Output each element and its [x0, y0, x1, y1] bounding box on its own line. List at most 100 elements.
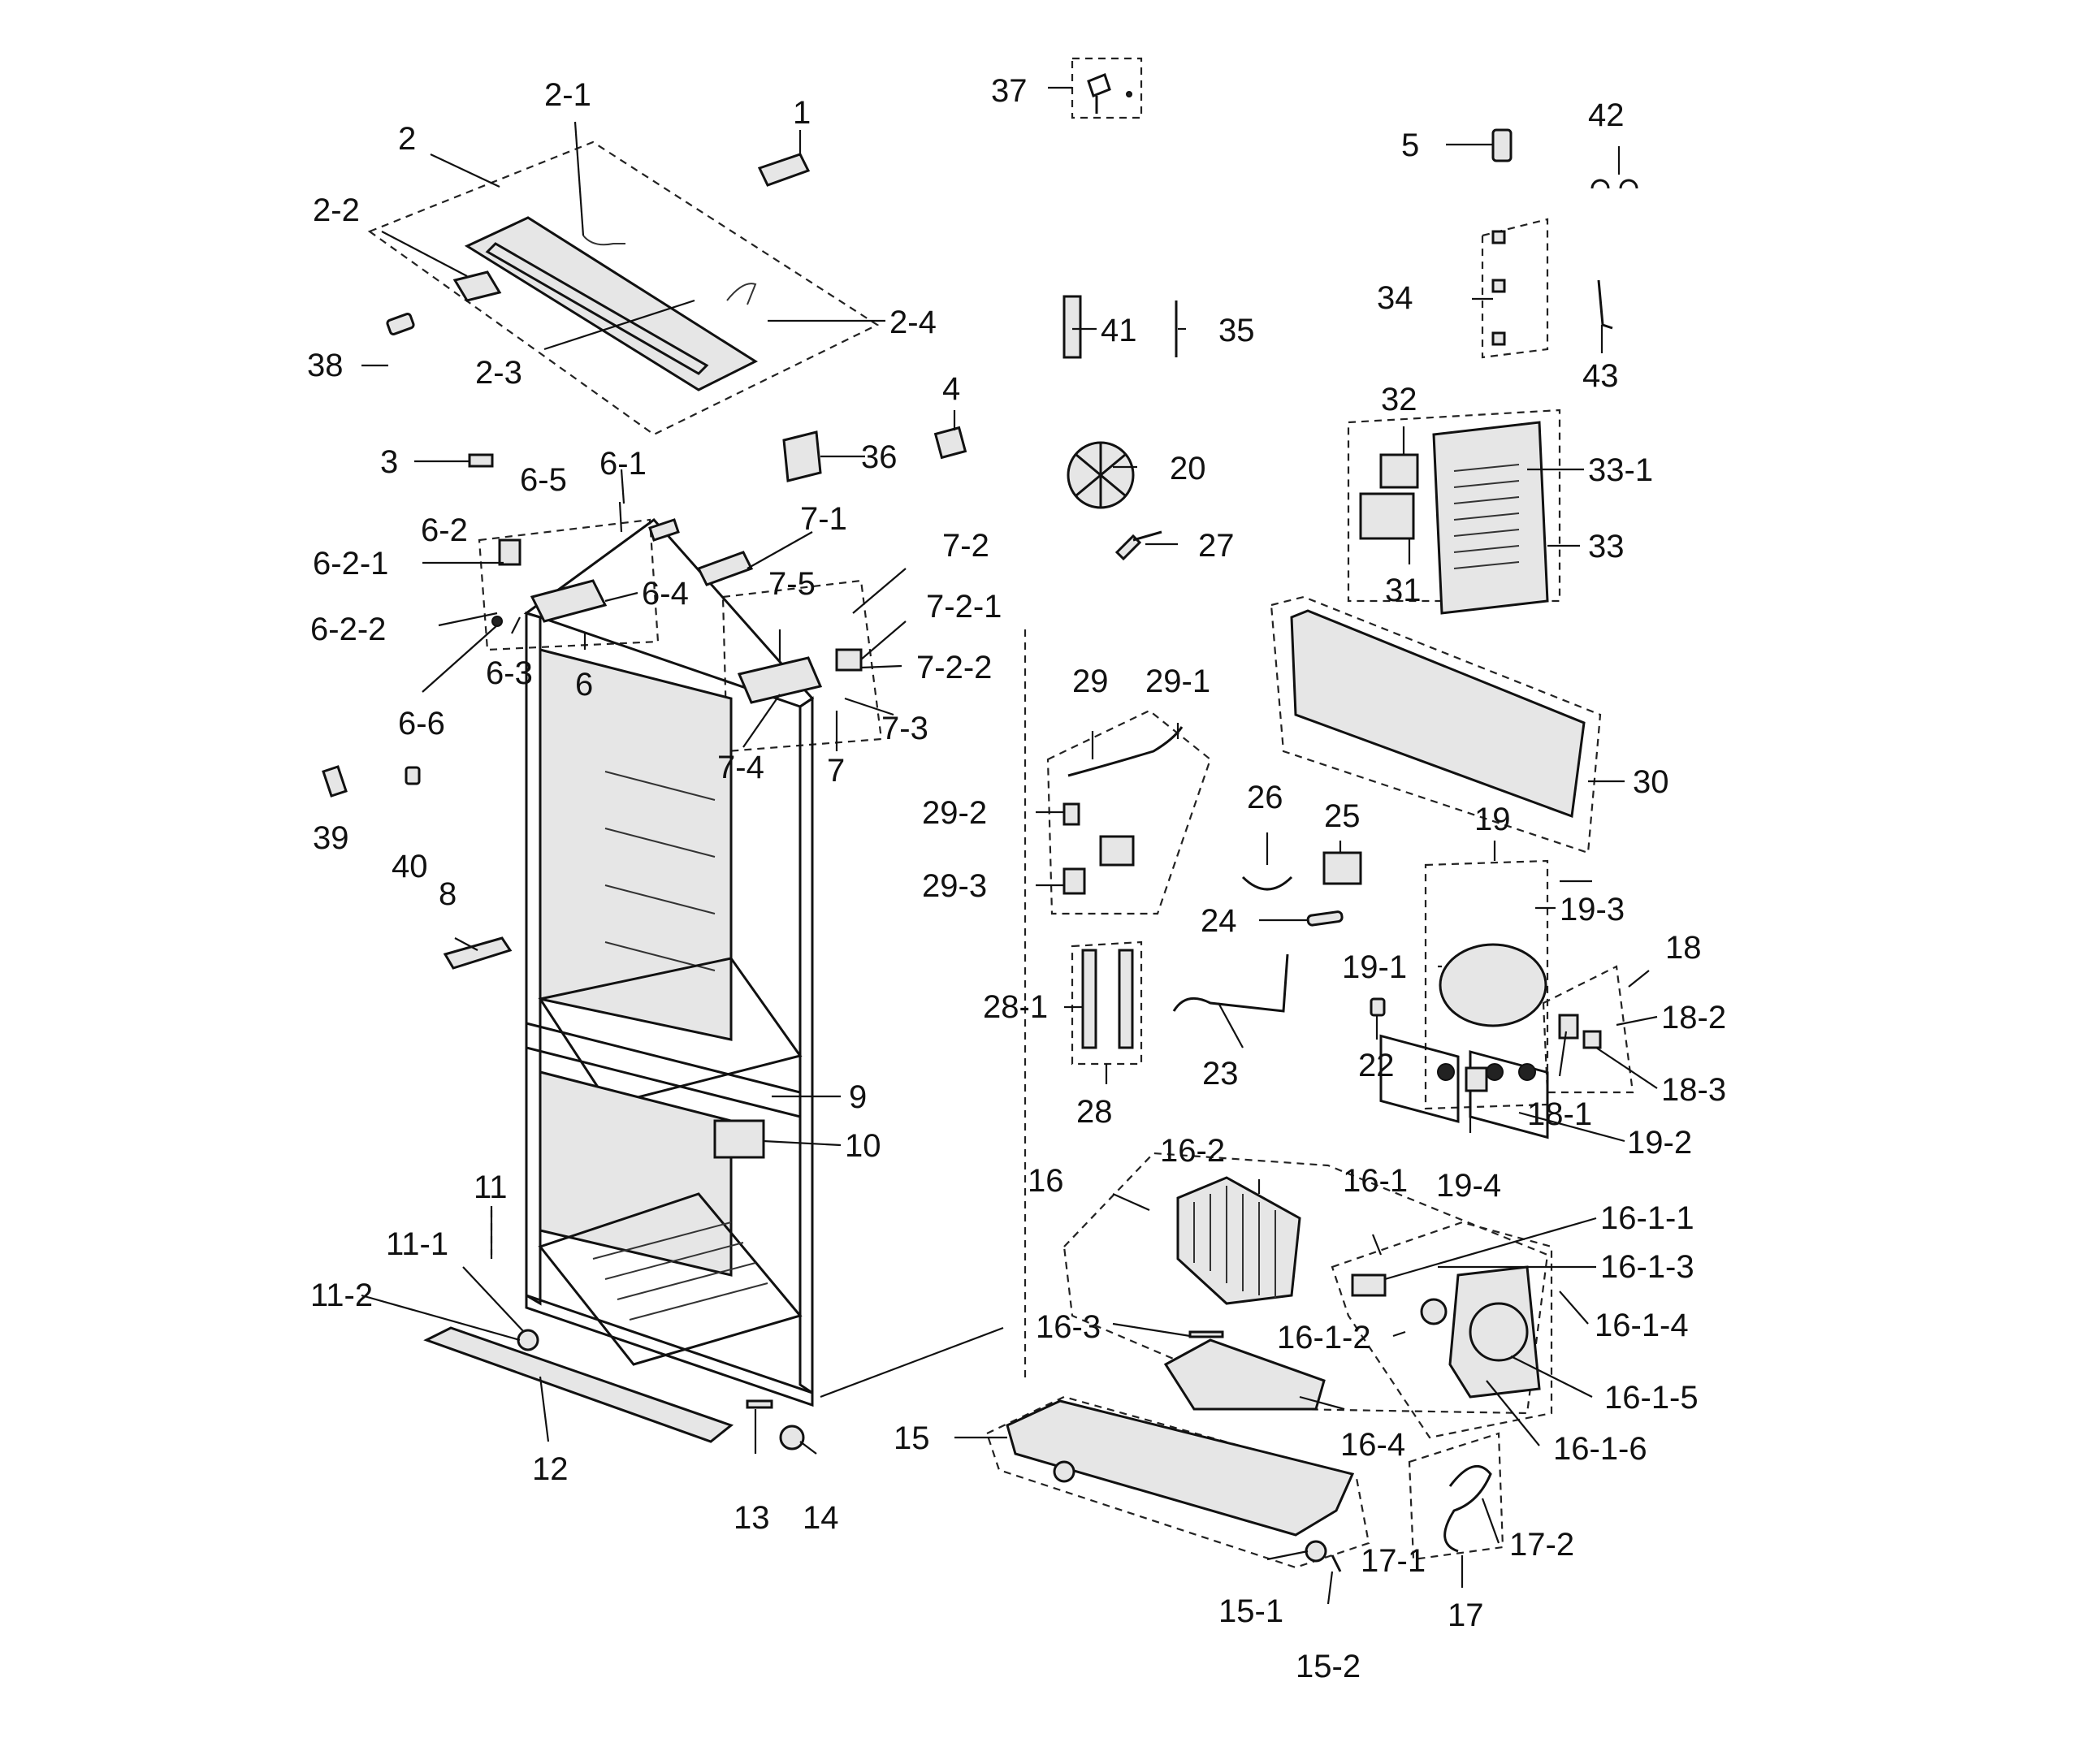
label-18-2: 18-2	[1661, 1000, 1726, 1035]
label-6: 6	[575, 667, 593, 703]
part-7-2-block	[835, 648, 863, 672]
label-31: 31	[1385, 573, 1422, 608]
part-16-1-4-motor	[1420, 1298, 1448, 1325]
part-42-clips	[1590, 179, 1638, 189]
part-19-2-grommet-a	[1437, 1063, 1455, 1081]
label-16-1-4: 16-1-4	[1595, 1308, 1689, 1343]
top-cover-rail	[485, 242, 709, 375]
label-14: 14	[803, 1500, 839, 1536]
label-5: 5	[1401, 128, 1419, 163]
label-13: 13	[734, 1500, 770, 1536]
part-5-sensor	[1491, 128, 1513, 162]
part-15-1-grommet	[1053, 1460, 1075, 1483]
part-37-outline	[1071, 57, 1143, 119]
part-28-tube-a	[1081, 949, 1097, 1049]
left-hinge-part	[530, 579, 608, 623]
part-33-cover	[1432, 421, 1549, 615]
part-34-clip-b	[1491, 279, 1506, 293]
label-6-2-2: 6-2-2	[310, 612, 386, 647]
label-8: 8	[439, 876, 457, 912]
label-3: 3	[380, 444, 398, 480]
label-6-1: 6-1	[599, 446, 647, 482]
part-33-text-lines	[1453, 464, 1520, 569]
fresh-food-floor	[538, 957, 803, 1106]
label-2-1: 2-1	[544, 77, 591, 113]
label-6-6: 6-6	[398, 706, 445, 741]
label-18: 18	[1665, 930, 1702, 966]
part-16-1-6-fan-housing	[1448, 1265, 1541, 1399]
tube-28-outline	[1071, 940, 1143, 1066]
label-15-2: 15-2	[1296, 1649, 1361, 1684]
part-37-screw	[1126, 91, 1132, 97]
part-40-cap	[405, 766, 421, 785]
part-19-2-grommet-b	[1486, 1063, 1504, 1081]
label-6-5: 6-5	[520, 462, 567, 498]
top-cover-2	[452, 216, 759, 391]
top-cover-group-outline	[367, 141, 880, 436]
label-27: 27	[1198, 528, 1235, 564]
label-17-1: 17-1	[1361, 1543, 1426, 1579]
part-26-clamp	[1241, 876, 1293, 891]
label-7-2: 7-2	[942, 528, 989, 564]
part-1-bracket	[757, 153, 811, 187]
label-20: 20	[1170, 451, 1206, 486]
part-16-4-tray	[1163, 1338, 1326, 1411]
label-25: 25	[1324, 798, 1361, 834]
top-cover-part	[464, 216, 759, 391]
label-37: 37	[991, 73, 1028, 109]
cabinet-back-panel	[539, 648, 733, 1041]
label-17: 17	[1448, 1598, 1484, 1633]
part-25-valve	[1322, 851, 1362, 885]
label-28: 28	[1076, 1094, 1113, 1130]
label-6-2: 6-2	[421, 512, 468, 548]
part-18-3-overload	[1582, 1030, 1602, 1049]
part-36-holder	[782, 430, 822, 482]
label-16-1-6: 16-1-6	[1553, 1431, 1647, 1467]
label-15-1: 15-1	[1218, 1593, 1283, 1629]
label-11-2: 11-2	[310, 1278, 373, 1313]
part-19-4-cap	[1465, 1066, 1488, 1092]
part-27-sensor	[1114, 530, 1162, 561]
label-2-2: 2-2	[313, 192, 360, 228]
part-2-4-cable	[726, 283, 757, 305]
part-29-3-plug	[1062, 867, 1086, 895]
label-23: 23	[1202, 1056, 1239, 1092]
bottom-parts	[423, 1326, 805, 1451]
cabinet	[523, 517, 815, 1407]
label-16-1-5: 16-1-5	[1604, 1380, 1699, 1416]
label-22: 22	[1358, 1048, 1395, 1083]
right-hinge-part	[737, 656, 823, 704]
label-6-2-1: 6-2-1	[313, 546, 388, 582]
part-17-2-fan-blade	[1443, 1465, 1492, 1553]
label-35: 35	[1218, 313, 1255, 348]
label-19-1: 19-1	[1342, 949, 1407, 985]
label-28-1: 28-1	[983, 989, 1048, 1025]
label-16: 16	[1028, 1163, 1064, 1199]
part-labels: 1 2 2-1 2-2 2-3 2-4 38 3 4 36 37 5 42 34…	[307, 73, 1726, 1684]
part-4-plate	[933, 426, 967, 460]
label-40: 40	[392, 849, 428, 884]
fan-motor-outline	[1331, 1221, 1553, 1439]
label-29-1: 29-1	[1145, 664, 1210, 699]
part-20-spokes	[1075, 443, 1126, 508]
label-41: 41	[1101, 313, 1137, 348]
back-cover-window-a	[1379, 1034, 1460, 1123]
label-16-3: 16-3	[1036, 1309, 1101, 1345]
cabinet-top-rim	[523, 517, 815, 708]
back-cover-part	[1290, 609, 1586, 819]
label-7-4: 7-4	[717, 750, 764, 785]
part-29-1-wires	[1067, 726, 1184, 777]
part-16-3-rod	[1188, 1330, 1224, 1338]
part-16-1-1-sensor	[1351, 1273, 1387, 1297]
label-33: 33	[1588, 529, 1625, 564]
part-41-tube	[1062, 295, 1082, 359]
label-11: 11	[474, 1170, 508, 1205]
wire-harness-outline	[1046, 709, 1212, 915]
part-19-2-grommet-c	[1518, 1063, 1536, 1081]
part-16-1-5-fan-hub	[1469, 1302, 1529, 1362]
freezer-floor-ribs	[592, 1221, 768, 1321]
label-6-3: 6-3	[486, 655, 533, 691]
label-1: 1	[793, 95, 811, 131]
label-18-1: 18-1	[1527, 1096, 1592, 1132]
